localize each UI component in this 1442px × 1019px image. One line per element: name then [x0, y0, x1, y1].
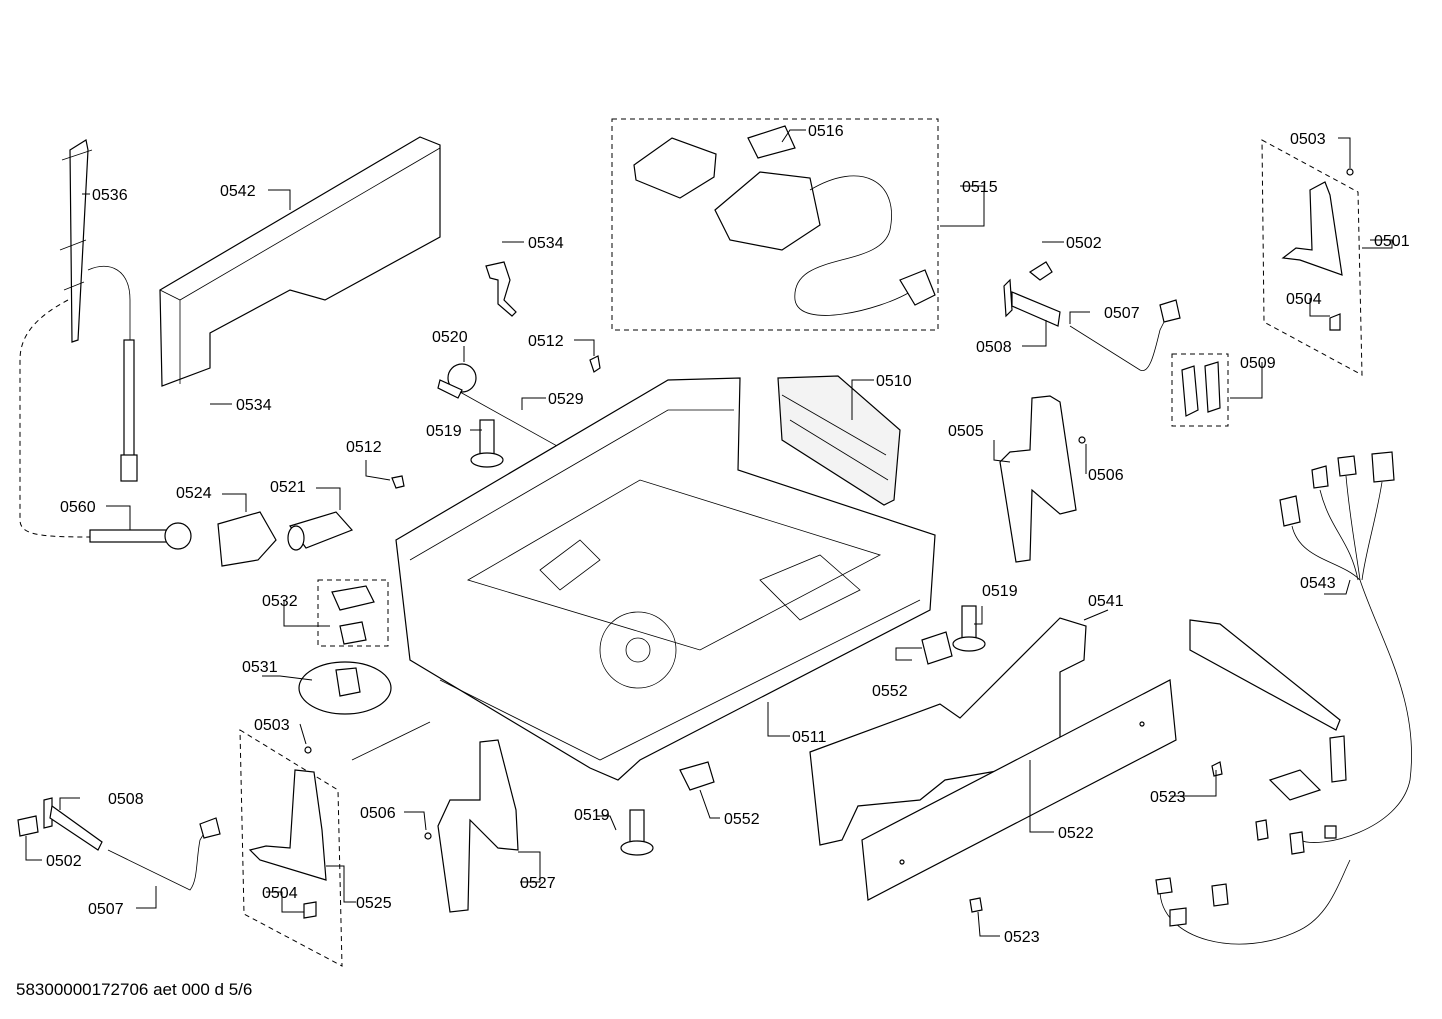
callout-0507: 0507 [88, 901, 124, 918]
callout-0523: 0523 [1004, 929, 1040, 946]
part-0510-module [777, 375, 901, 506]
callout-0531: 0531 [242, 659, 278, 676]
part-0532-clip [317, 579, 389, 647]
callout-0523: 0523 [1150, 789, 1186, 806]
part-0505-bracket [999, 395, 1086, 563]
part-0521-valve [287, 511, 354, 551]
callout-0503: 0503 [254, 717, 290, 734]
callout-0552: 0552 [872, 683, 908, 700]
callout-0529: 0529 [548, 391, 584, 408]
callout-0552: 0552 [724, 811, 760, 828]
part-0502-0508-0507-right [1003, 261, 1181, 371]
callout-0506: 0506 [360, 805, 396, 822]
callout-0534: 0534 [528, 235, 564, 252]
part-0519-foot-a [470, 419, 504, 468]
callout-0522: 0522 [1058, 825, 1094, 842]
part-0515-junction-box [611, 118, 939, 331]
part-0523-screws [969, 761, 1223, 913]
callout-0510: 0510 [876, 373, 912, 390]
callout-0504: 0504 [262, 885, 298, 902]
part-0560-shaft [89, 522, 192, 550]
callout-0502: 0502 [1066, 235, 1102, 252]
callout-0512: 0512 [346, 439, 382, 456]
callout-0502: 0502 [46, 853, 82, 870]
part-0531-disc [298, 661, 431, 761]
callout-0509: 0509 [1240, 355, 1276, 372]
callout-0508: 0508 [976, 339, 1012, 356]
callout-0515: 0515 [962, 179, 998, 196]
part-0502-0508-0507-left [17, 797, 221, 891]
callout-0511: 0511 [792, 729, 827, 746]
callout-0503: 0503 [1290, 131, 1326, 148]
part-tube [120, 339, 138, 482]
part-0541-panel [809, 617, 1087, 846]
callout-0527: 0527 [520, 875, 556, 892]
callout-0524: 0524 [176, 485, 212, 502]
part-0527-bracket [424, 739, 519, 913]
part-0552-bracket-b [679, 761, 715, 791]
callout-0536: 0536 [92, 187, 128, 204]
callout-0507: 0507 [1104, 305, 1140, 322]
callout-0519: 0519 [426, 423, 462, 440]
part-0552-bracket-a [921, 631, 953, 665]
part-0525-hinge-bracket [239, 729, 343, 967]
part-0509-clip [1171, 353, 1229, 427]
callout-0501: 0501 [1374, 233, 1410, 250]
callout-0516: 0516 [808, 123, 844, 140]
document-id: 58300000172706 aet 000 d 5/6 [16, 980, 253, 999]
callout-0508: 0508 [108, 791, 144, 808]
part-0512-screws [391, 355, 601, 489]
part-0542-panel [159, 136, 441, 387]
callout-0542: 0542 [220, 183, 256, 200]
callout-0505: 0505 [948, 423, 984, 440]
callout-0560: 0560 [60, 499, 96, 516]
part-0511-base [395, 377, 936, 781]
callout-0543: 0543 [1300, 575, 1336, 592]
callout-0512: 0512 [528, 333, 564, 350]
part-0519-foot-c [620, 809, 654, 856]
part-0519-foot-b [952, 605, 986, 652]
part-0543-harness [1155, 451, 1412, 945]
part-0522-kickplate [861, 679, 1177, 901]
callout-0519: 0519 [982, 583, 1018, 600]
part-0501-hinge-bracket [1261, 139, 1363, 376]
callout-0521: 0521 [270, 479, 306, 496]
leader-lines [25, 129, 1393, 937]
callout-0541: 0541 [1088, 593, 1124, 610]
part-0524-housing [217, 511, 277, 567]
callout-0519: 0519 [574, 807, 610, 824]
callout-0525: 0525 [356, 895, 392, 912]
callout-0534: 0534 [236, 397, 272, 414]
part-0536-rail [19, 139, 131, 538]
callout-0506: 0506 [1088, 467, 1124, 484]
callout-0532: 0532 [262, 593, 298, 610]
callout-0504: 0504 [1286, 291, 1322, 308]
callout-0520: 0520 [432, 329, 468, 346]
part-0534-clamp-top [485, 261, 517, 317]
